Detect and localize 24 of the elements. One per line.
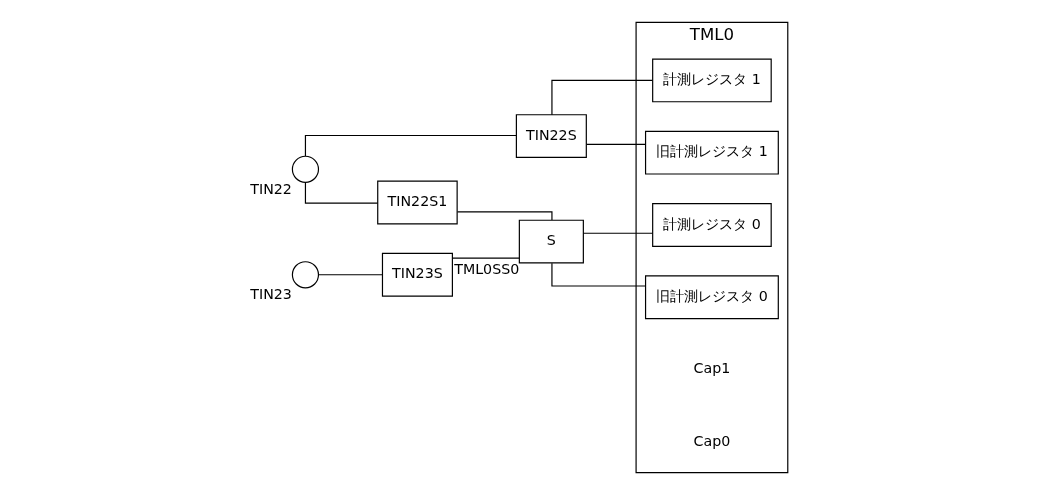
node-box: 旧計測レジスタ 1 [644, 130, 779, 175]
node-label: TML0SS0 [454, 261, 520, 278]
connector [456, 211, 553, 221]
connector [586, 143, 646, 145]
node-label: TIN22 [250, 180, 292, 197]
node-box: S [518, 219, 584, 264]
node-box: TIN23S [381, 252, 453, 297]
node-circle [291, 155, 320, 183]
connector [551, 79, 653, 116]
connector [318, 274, 383, 276]
node-box: 旧計測レジスタ 0 [644, 275, 779, 320]
node-box: 計測レジスタ 1 [652, 58, 772, 103]
connector [582, 232, 654, 234]
connector [551, 262, 647, 287]
connector [304, 134, 517, 157]
node-box: TIN22S [515, 114, 587, 159]
connector [452, 257, 520, 259]
connector [304, 182, 379, 204]
node-circle [291, 261, 320, 289]
node-label: TIN23 [250, 286, 292, 303]
node-box: 計測レジスタ 0 [652, 203, 772, 247]
label: Cap0 [693, 432, 731, 449]
label: Cap1 [693, 360, 731, 377]
node-box: TIN22S1 [377, 180, 458, 225]
